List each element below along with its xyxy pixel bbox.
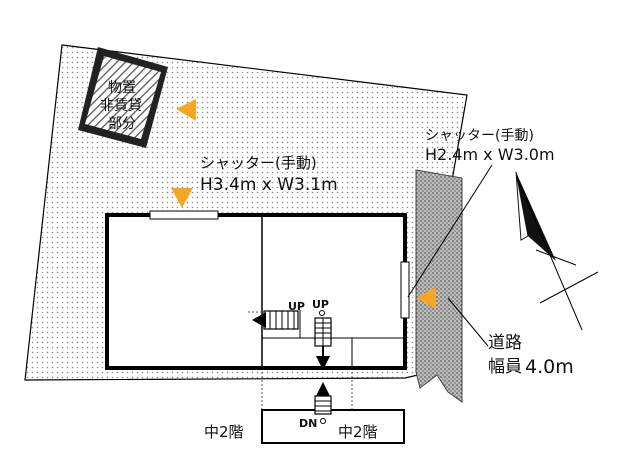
storage-label-line3: 部分 (108, 116, 136, 132)
road-leader-line (447, 297, 489, 347)
stairs-down-label: DN (299, 417, 317, 430)
storage-pointer-arrow-icon (176, 99, 196, 121)
building-outline (105, 213, 407, 370)
shutter-right-title: シャッター(手動) (425, 128, 534, 144)
shutter-left-title: シャッター(手動) (200, 154, 317, 172)
stairs-left-up-label: UP (288, 300, 305, 313)
storage-label-line2: 非賃貸 (100, 98, 142, 114)
stairs-right-icon (314, 310, 332, 370)
shutter-right-leader-line (407, 164, 493, 298)
shutter-right-size: H2.4m x W3.0m (425, 145, 555, 164)
mezzanine-box (261, 409, 405, 444)
storage-label-line1: 物置 (108, 80, 136, 96)
mezzanine-label-left: 中2階 (204, 423, 244, 441)
road-label-line1: 道路 (488, 333, 522, 353)
shutter-right-pointer-arrow-icon (416, 287, 436, 309)
north-arrow-icon (515, 171, 599, 331)
road-label-line2-prefix: 幅員 (488, 357, 522, 377)
shutter-left-size: H3.4m x W3.1m (200, 175, 338, 195)
mezzanine-label-right: 中2階 (338, 423, 378, 441)
stairs-left-icon (248, 310, 299, 330)
stairs-right-up-label: UP (312, 298, 329, 311)
stairs-down-icon (314, 382, 332, 424)
road-label-line2-value: 4.0m (525, 356, 574, 378)
road-strip (415, 169, 463, 403)
storage-box: 物置 非賃貸 部分 (78, 47, 168, 148)
shutter-top-opening (149, 210, 219, 220)
shutter-right-opening (400, 261, 410, 319)
shutter-left-pointer-arrow-icon (171, 188, 193, 208)
